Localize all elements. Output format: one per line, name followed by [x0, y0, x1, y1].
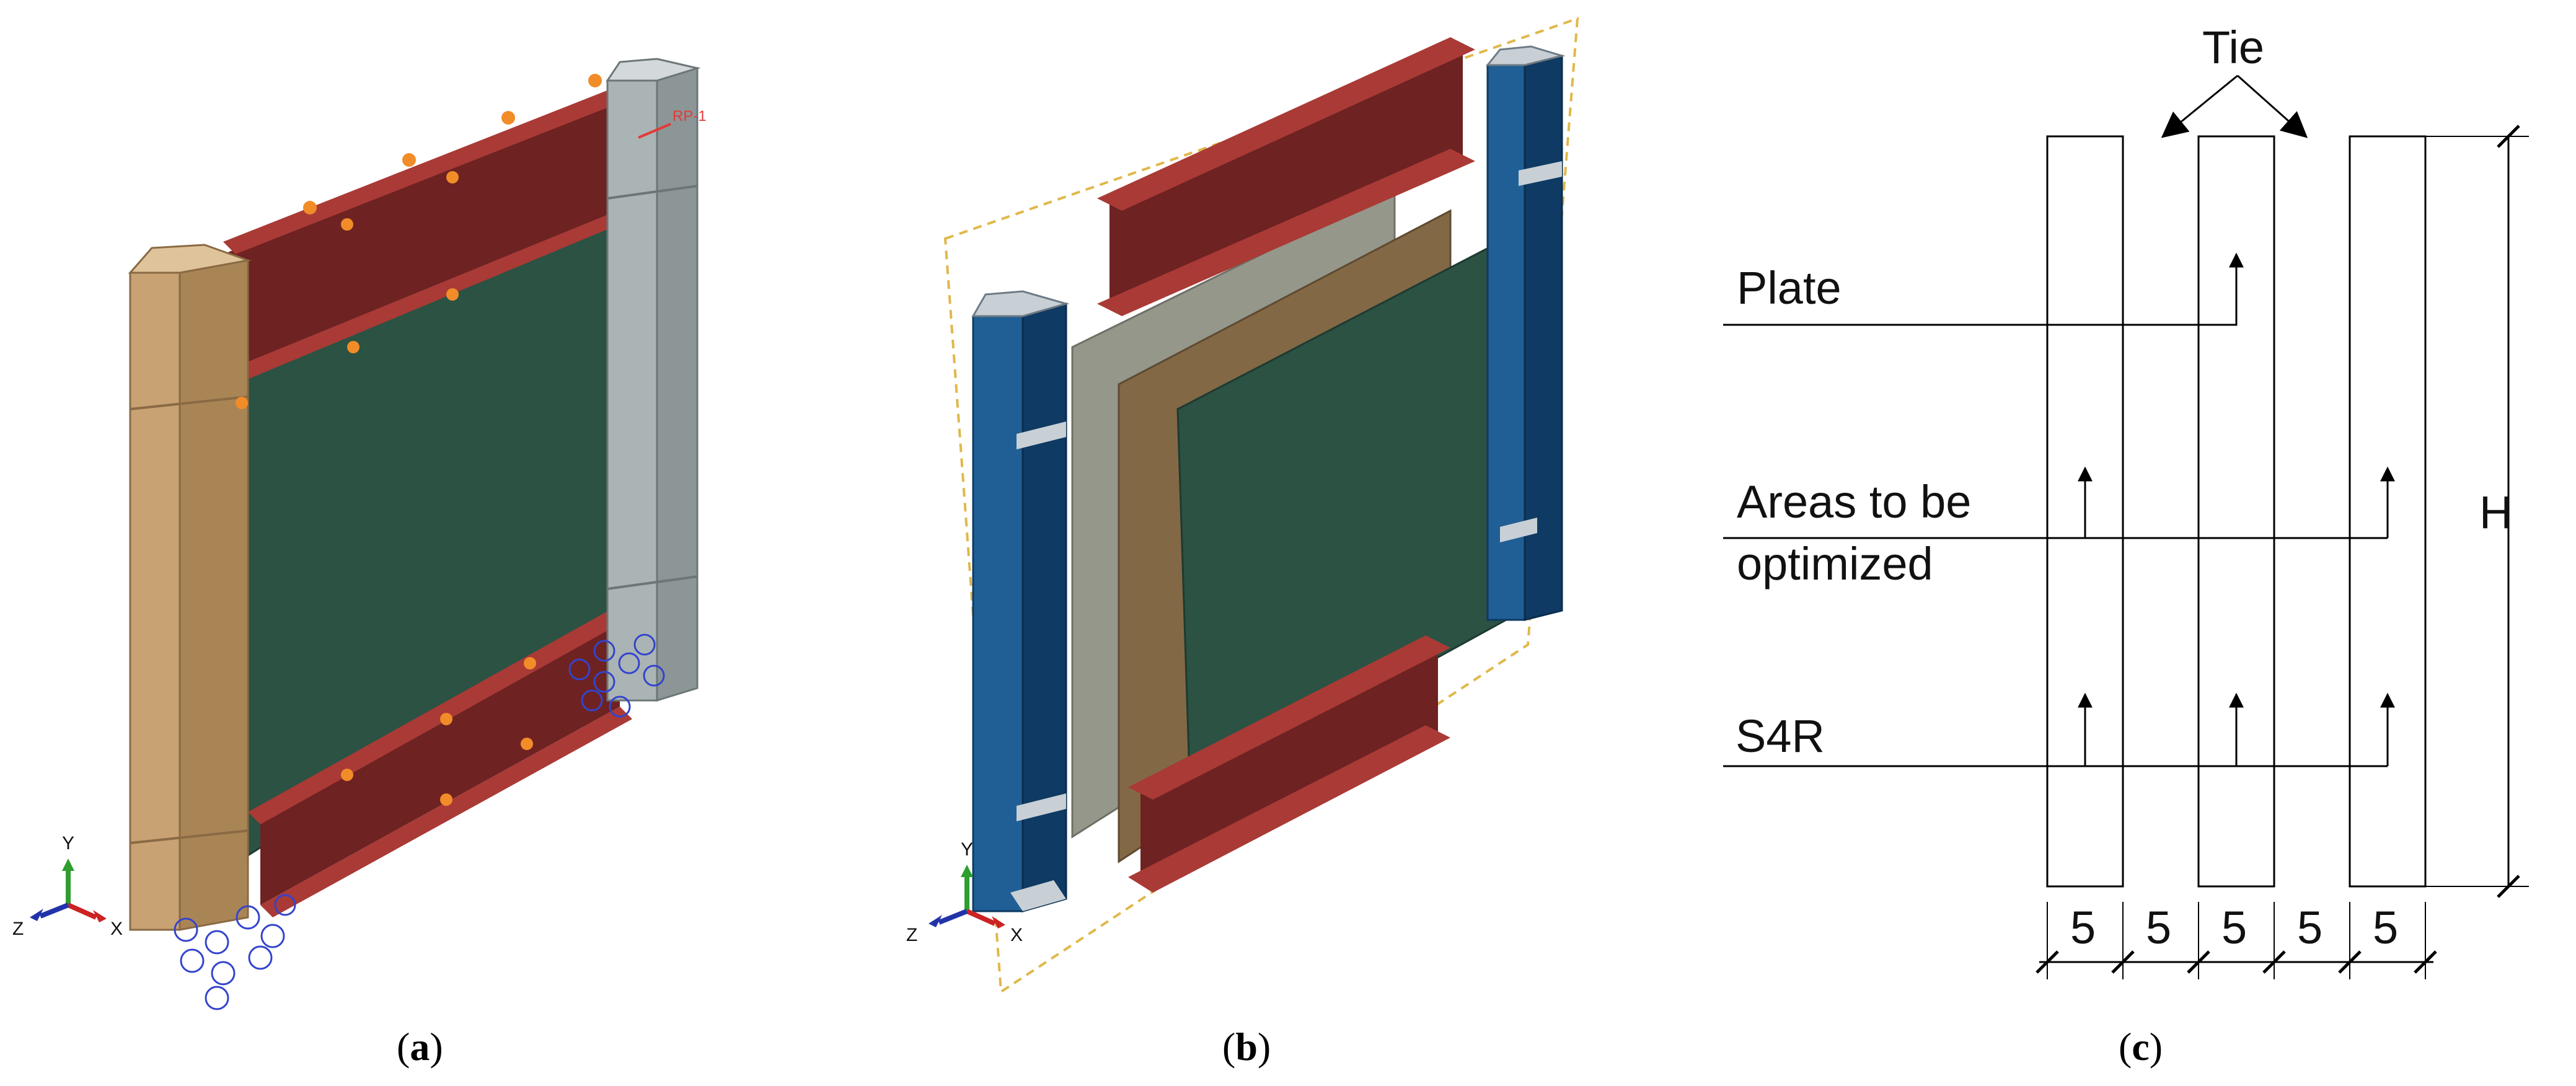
panel-c-dim-2: 5 [2146, 902, 2171, 953]
panel-c-strip-left [2046, 135, 2124, 888]
panel-b-axis-z-label: Z [906, 925, 917, 945]
panel-b-left-column-stiffener-2 [1017, 793, 1066, 821]
panel-a-right-column-top [606, 58, 701, 82]
panel-c-plate-leader [1723, 252, 2244, 326]
panel-b-left-column-front [972, 315, 1024, 912]
panel-b-axis-x-label: X [1010, 925, 1023, 945]
panel-a-load-markers [236, 74, 602, 806]
panel-a-reference-point-label: RP-1 [673, 108, 707, 125]
panel-a-top-beam-flange-top [223, 81, 645, 254]
panel-a-boundary-conditions-right [568, 634, 665, 718]
panel-b-right-column-stiffener-2 [1500, 518, 1537, 542]
panel-a-bottom-beam-flange-bottom [260, 707, 632, 917]
panel-c-dim-1: 5 [2070, 902, 2096, 953]
panel-a-axis-x-label: X [110, 919, 123, 939]
panel-a-left-column-front [129, 272, 181, 931]
panel-a-fe-model: RP-1 Y Z X (a) [12, 58, 707, 1069]
panel-b-exploded-model: Y Z X (b) [906, 17, 1579, 1069]
panel-b-bottom-beam-web [1140, 645, 1438, 880]
panel-c-dim-3: 5 [2221, 902, 2247, 953]
panel-c-tie-arrow-left [2161, 74, 2238, 138]
panel-c-areas-label-line2: optimized [1737, 538, 1933, 589]
panel-c-plate-label: Plate [1737, 262, 1842, 314]
panel-c-height-tick-top [2497, 125, 2520, 148]
panel-a-bottom-beam-web [260, 614, 620, 905]
panel-a-right-column-front [606, 79, 658, 702]
panel-c-caption: (c) [2119, 1025, 2163, 1069]
panel-b-top-beam-flange-bottom [1097, 149, 1475, 316]
panel-b-right-column-top [1485, 45, 1566, 66]
panel-a-top-beam-web [223, 93, 632, 372]
panel-c-tie-label: Tie [2202, 22, 2264, 73]
panel-c-height-tick-bottom [2497, 875, 2520, 898]
panel-c-areas-label-line1: Areas to be [1737, 476, 1971, 528]
panel-a-axis-triad: Y Z X [12, 833, 123, 939]
panel-b-bottom-beam-flange-top [1128, 635, 1450, 800]
panel-b-bottom-beam-flange-bottom [1128, 725, 1450, 893]
panel-b-left-column-stiffener-1 [1017, 422, 1066, 449]
panel-b-left-column-base [1010, 880, 1066, 911]
panel-a-boundary-conditions-left [174, 894, 296, 1010]
panel-b-axis-triad: Y Z X [906, 839, 1023, 945]
panel-c-tie-arrow-right [2237, 74, 2308, 138]
panel-c-strip-middle [2197, 135, 2275, 888]
panel-a-axis-z-label: Z [12, 919, 24, 939]
panel-b-top-beam-web [1109, 50, 1463, 310]
panel-a-right-column-stiffener-1 [607, 185, 698, 200]
panel-a-left-column-side [179, 259, 249, 931]
panel-a-top-beam-flange-bottom [223, 205, 645, 384]
panel-c-width-extensions [2047, 902, 2426, 979]
panel-a-caption: (a) [397, 1025, 443, 1069]
panel-a-axis-y-label: Y [62, 833, 74, 854]
panel-c-dim-4: 5 [2297, 902, 2322, 953]
panel-a-left-column-stiffener-1 [130, 395, 249, 410]
panel-c-s4r-label: S4R [1736, 710, 1825, 762]
panel-a-bottom-beam-flange-top [248, 604, 632, 824]
panel-b-top-beam-flange-top [1097, 37, 1475, 211]
panel-b-caption: (b) [1222, 1025, 1271, 1069]
panel-c-strip-right [2349, 135, 2427, 888]
panel-c-dim-5: 5 [2373, 902, 2398, 953]
panel-b-left-column-side [1021, 302, 1067, 912]
panel-c-height-label: H [2479, 487, 2512, 538]
panel-c-width-ticks [2036, 950, 2437, 974]
panel-a-right-column-side [656, 66, 699, 702]
panel-c-schematic: Tie Plate Areas to be optimized S4R H [1723, 22, 2529, 1069]
panel-b-right-column-stiffener-1 [1519, 161, 1562, 186]
panel-a-right-column-stiffener-2 [607, 575, 698, 590]
panel-a-reference-point-arrow [638, 123, 671, 139]
panel-b-right-column-side [1524, 55, 1563, 621]
panel-a-left-column-top [128, 244, 252, 274]
panel-b-left-column-top [971, 290, 1070, 317]
panel-a-left-column-stiffener-2 [130, 829, 249, 844]
panel-b-axis-y-label: Y [961, 839, 973, 860]
